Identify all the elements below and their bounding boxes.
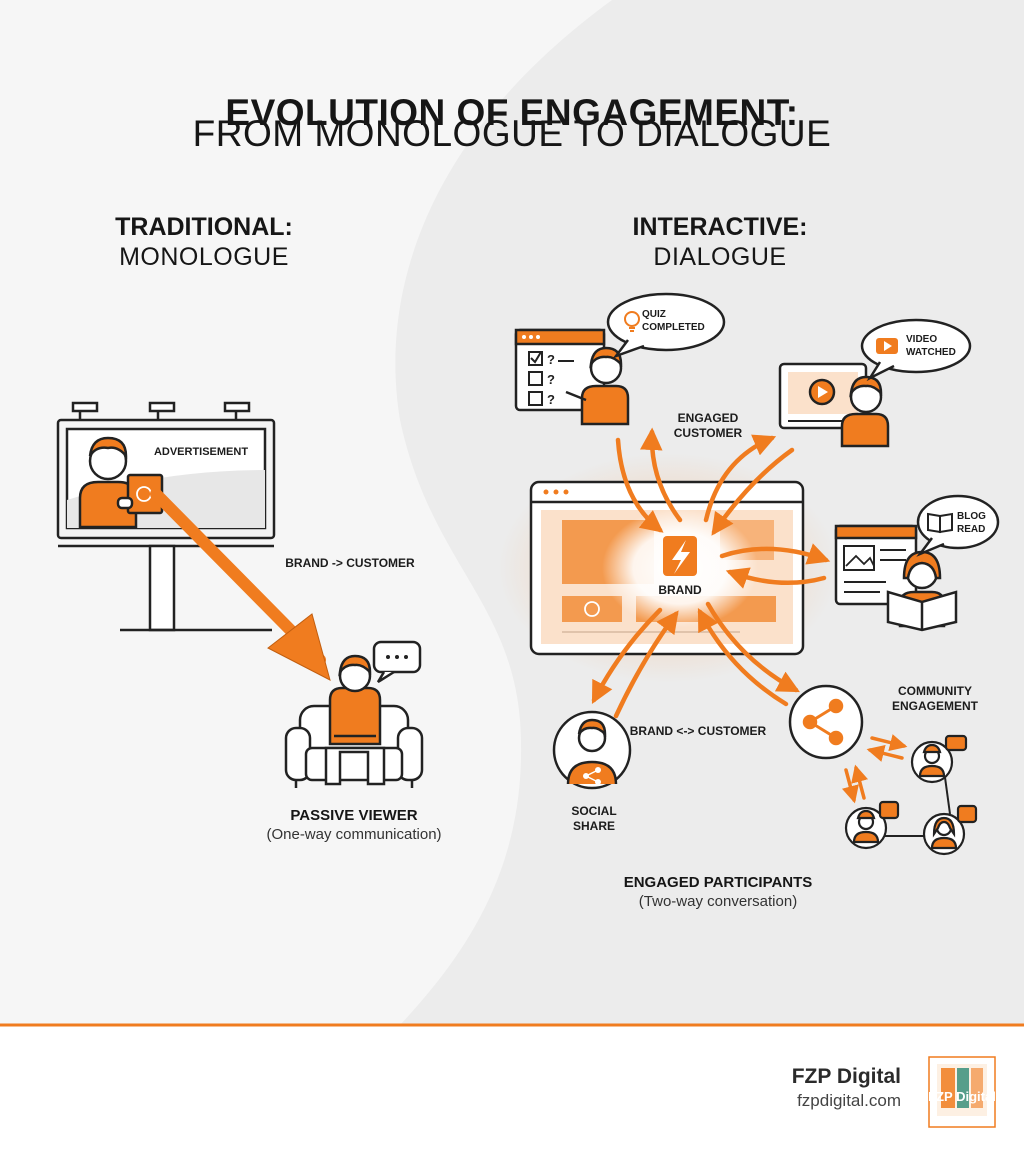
video-play-icon <box>876 338 898 354</box>
community-member-icon <box>844 800 900 850</box>
community-line-1: COMMUNITY <box>898 684 972 698</box>
arrow-social-out <box>591 607 663 704</box>
svg-text:?: ? <box>547 392 555 407</box>
video-person-figure <box>840 375 890 448</box>
arrow-blog-in <box>725 567 827 589</box>
community-arrows <box>841 734 908 804</box>
community-line-2: ENGAGEMENT <box>891 699 978 713</box>
reader-person-figure <box>886 550 958 632</box>
participants-caption: (Two-way conversation) <box>638 893 798 910</box>
brand-label: BRAND <box>658 583 702 597</box>
interactive-subheading: DIALOGUE <box>653 243 787 271</box>
video-bubble-line-1: VIDEO <box>906 334 938 345</box>
fzp-digital-logo <box>928 1056 996 1128</box>
blog-speech-bubble <box>916 494 1000 557</box>
arrow-blog-out <box>719 543 831 565</box>
blog-page-icon <box>834 524 918 606</box>
logo-text: FZP Digital <box>928 1089 996 1104</box>
blog-bubble-line-2: READ <box>957 524 986 535</box>
billboard-label: ADVERTISEMENT <box>153 446 249 458</box>
title-line-2: FROM MONOLOGUE TO DIALOGUE <box>192 113 832 154</box>
quiz-person-figure <box>565 346 630 426</box>
traditional-subheading: MONOLOGUE <box>119 243 289 271</box>
arrow-community-in <box>697 608 789 707</box>
svg-text:?: ? <box>547 372 555 387</box>
interactive-heading: INTERACTIVE: <box>632 213 808 241</box>
arrow-quiz-out <box>640 427 683 523</box>
blog-bubble-line-1: BLOG <box>957 511 986 522</box>
quiz-bubble-line-1: QUIZ <box>642 309 666 320</box>
social-share-line-1: SOCIAL <box>571 804 617 818</box>
dialogue-flow-label: BRAND <-> CUSTOMER <box>629 724 767 738</box>
quiz-speech-bubble <box>606 292 726 359</box>
engaged-customer-line-2: CUSTOMER <box>673 426 743 440</box>
advertiser-figure <box>78 436 164 529</box>
arrow-social-in <box>613 610 679 719</box>
arrow-video-out <box>703 434 777 523</box>
footer-brand-url[interactable]: fzpdigital.com <box>797 1091 901 1110</box>
engaged-customer-line-1: ENGAGED <box>677 411 739 425</box>
monologue-arrowhead <box>267 613 331 681</box>
title-line-1: EVOLUTION OF ENGAGEMENT: <box>225 92 799 133</box>
passive-viewer-figure <box>284 654 424 788</box>
quiz-form-icon: ? ? ? <box>514 328 606 412</box>
monologue-flow-label: BRAND -> CUSTOMER <box>285 556 415 570</box>
quiz-bubble-line-2: COMPLETED <box>642 322 705 333</box>
lightbulb-icon <box>624 311 640 332</box>
ellipsis-speech-bubble-icon <box>372 640 422 684</box>
footer-brand-name: FZP Digital <box>791 1065 901 1088</box>
footer-background <box>0 1027 1024 1154</box>
traditional-heading: TRADITIONAL: <box>115 213 293 241</box>
book-icon <box>927 512 953 534</box>
arrow-quiz-in <box>615 437 664 533</box>
dialogue-arrows <box>591 427 831 719</box>
social-share-person-icon <box>552 710 632 790</box>
arrow-video-in <box>711 447 795 536</box>
community-member-icon <box>922 804 978 856</box>
social-share-line-2: SHARE <box>572 819 615 833</box>
participants-title: ENGAGED PARTICIPANTS <box>623 874 813 891</box>
brand-logo-icon <box>663 536 697 576</box>
community-member-icon <box>910 734 968 784</box>
video-speech-bubble <box>860 318 972 382</box>
svg-text:?: ? <box>547 352 555 367</box>
video-bubble-line-2: WATCHED <box>906 347 956 358</box>
passive-viewer-caption: (One-way communication) <box>266 826 442 843</box>
passive-viewer-title: PASSIVE VIEWER <box>290 807 418 824</box>
share-network-icon <box>788 684 864 760</box>
